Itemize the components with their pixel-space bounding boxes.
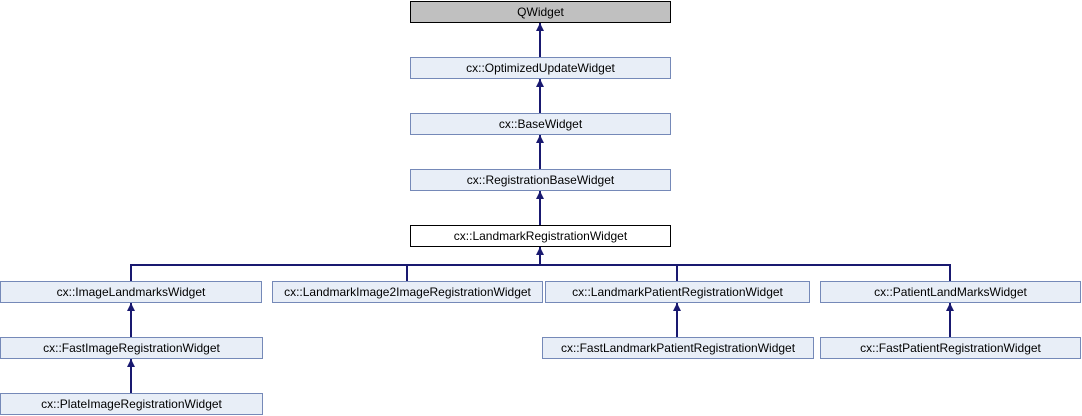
class-node-patient-landmarks-widget[interactable]: cx::PatientLandMarksWidget <box>820 281 1081 303</box>
edge-line <box>130 264 132 281</box>
class-node-base-widget[interactable]: cx::BaseWidget <box>410 113 671 135</box>
edge-line <box>539 79 541 113</box>
edge-line <box>949 303 951 337</box>
class-node-optimized-update-widget[interactable]: cx::OptimizedUpdateWidget <box>410 57 671 79</box>
class-node-plate-image-registration-widget[interactable]: cx::PlateImageRegistrationWidget <box>0 393 263 415</box>
edge-line <box>539 247 541 266</box>
edge-line <box>949 264 951 281</box>
edge-line <box>539 23 541 57</box>
class-node-fast-patient-registration-widget[interactable]: cx::FastPatientRegistrationWidget <box>820 337 1081 359</box>
edge-line <box>130 359 132 393</box>
class-node-landmark-image2image-registration-widget[interactable]: cx::LandmarkImage2ImageRegistrationWidge… <box>272 281 543 303</box>
edge-line <box>539 191 541 225</box>
class-node-landmark-patient-registration-widget[interactable]: cx::LandmarkPatientRegistrationWidget <box>545 281 810 303</box>
class-node-image-landmarks-widget[interactable]: cx::ImageLandmarksWidget <box>0 281 262 303</box>
class-node-landmark-registration-widget: cx::LandmarkRegistrationWidget <box>410 225 671 247</box>
edge-line <box>130 303 132 337</box>
edge-line <box>676 264 678 281</box>
class-node-qwidget: QWidget <box>410 1 671 23</box>
class-node-fast-landmark-patient-registration-widget[interactable]: cx::FastLandmarkPatientRegistrationWidge… <box>542 337 814 359</box>
edge-line <box>539 135 541 169</box>
class-node-registration-base-widget[interactable]: cx::RegistrationBaseWidget <box>410 169 671 191</box>
edge-line <box>676 303 678 337</box>
edge-line <box>406 264 408 281</box>
edge-line <box>131 264 950 266</box>
class-node-fast-image-registration-widget[interactable]: cx::FastImageRegistrationWidget <box>0 337 263 359</box>
